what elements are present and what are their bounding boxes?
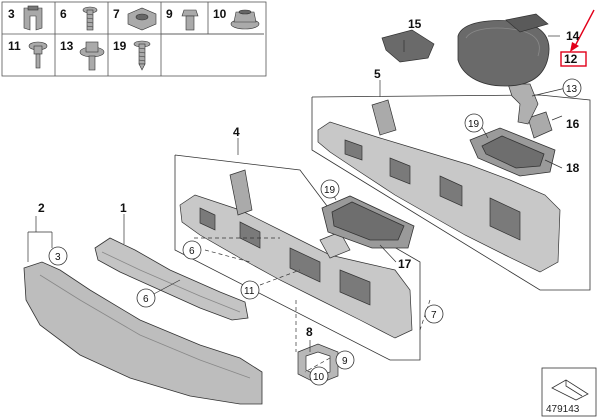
callout-label-19b: 19	[468, 119, 480, 130]
part-label-16: 16	[566, 117, 580, 131]
tapping-screw-icon	[133, 40, 151, 71]
part-label-12: 12	[564, 52, 578, 66]
callout-label-19a: 19	[324, 185, 336, 196]
part-label-1: 1	[120, 201, 127, 215]
flange-bolt-icon	[79, 41, 105, 71]
armrest-pad	[505, 13, 549, 33]
callout-label-7: 7	[431, 310, 437, 321]
part-label-14: 14	[566, 29, 580, 43]
bolt-icon	[181, 9, 199, 31]
legend-label-11: 11	[8, 39, 21, 53]
highlight-box-12	[560, 51, 587, 67]
group-frame-5	[311, 94, 591, 291]
rear-storage-tray	[469, 127, 556, 177]
trim-strip	[94, 237, 249, 321]
part-label-15: 15	[408, 17, 422, 31]
part-label-17: 17	[398, 257, 412, 271]
diagram-symbol-icon	[551, 379, 589, 401]
callout-label-6a: 6	[189, 246, 195, 257]
legend-label-3: 3	[8, 7, 15, 21]
leader-lines	[27, 35, 567, 352]
hinge-bracket	[507, 83, 539, 125]
rear-carrier-frame	[317, 99, 561, 273]
hex-nut-icon	[127, 7, 157, 31]
legend-label-6: 6	[60, 7, 67, 21]
collar-nut-icon	[230, 9, 260, 30]
front-storage-tray	[321, 195, 415, 249]
legend-label-19: 19	[113, 39, 127, 53]
small-cover	[527, 111, 553, 139]
legend-label-9: 9	[166, 7, 173, 21]
callout-label-9: 9	[342, 356, 348, 367]
callout-label-13: 13	[566, 84, 578, 95]
flange-screw-icon	[28, 41, 48, 69]
highlight-arrow	[573, 9, 595, 49]
legend-label-10: 10	[213, 7, 227, 21]
highlight-arrowhead	[570, 42, 579, 52]
callout-label-6b: 6	[143, 294, 149, 305]
callout-label-10: 10	[313, 372, 325, 383]
legend-label-7: 7	[113, 7, 120, 21]
armrest-lid	[457, 20, 550, 87]
console-cover-trim	[381, 29, 435, 63]
front-carrier-frame	[179, 169, 413, 339]
screw-icon	[82, 6, 98, 31]
part-label-4: 4	[233, 125, 240, 139]
callout-label-11: 11	[244, 286, 255, 297]
part-label-8: 8	[306, 325, 313, 339]
side-trim-panel	[23, 261, 263, 405]
part-label-2: 2	[38, 201, 45, 215]
diagram-number-box: 479143	[541, 367, 597, 417]
legend-label-13: 13	[60, 39, 74, 53]
diagram-number: 479143	[546, 404, 580, 415]
part-label-5: 5	[374, 67, 381, 81]
callout-circles	[48, 78, 582, 386]
callout-label-3: 3	[55, 252, 61, 263]
group-frame-4	[174, 154, 421, 361]
part-label-18: 18	[566, 161, 580, 175]
clip-nut-icon	[23, 5, 43, 31]
